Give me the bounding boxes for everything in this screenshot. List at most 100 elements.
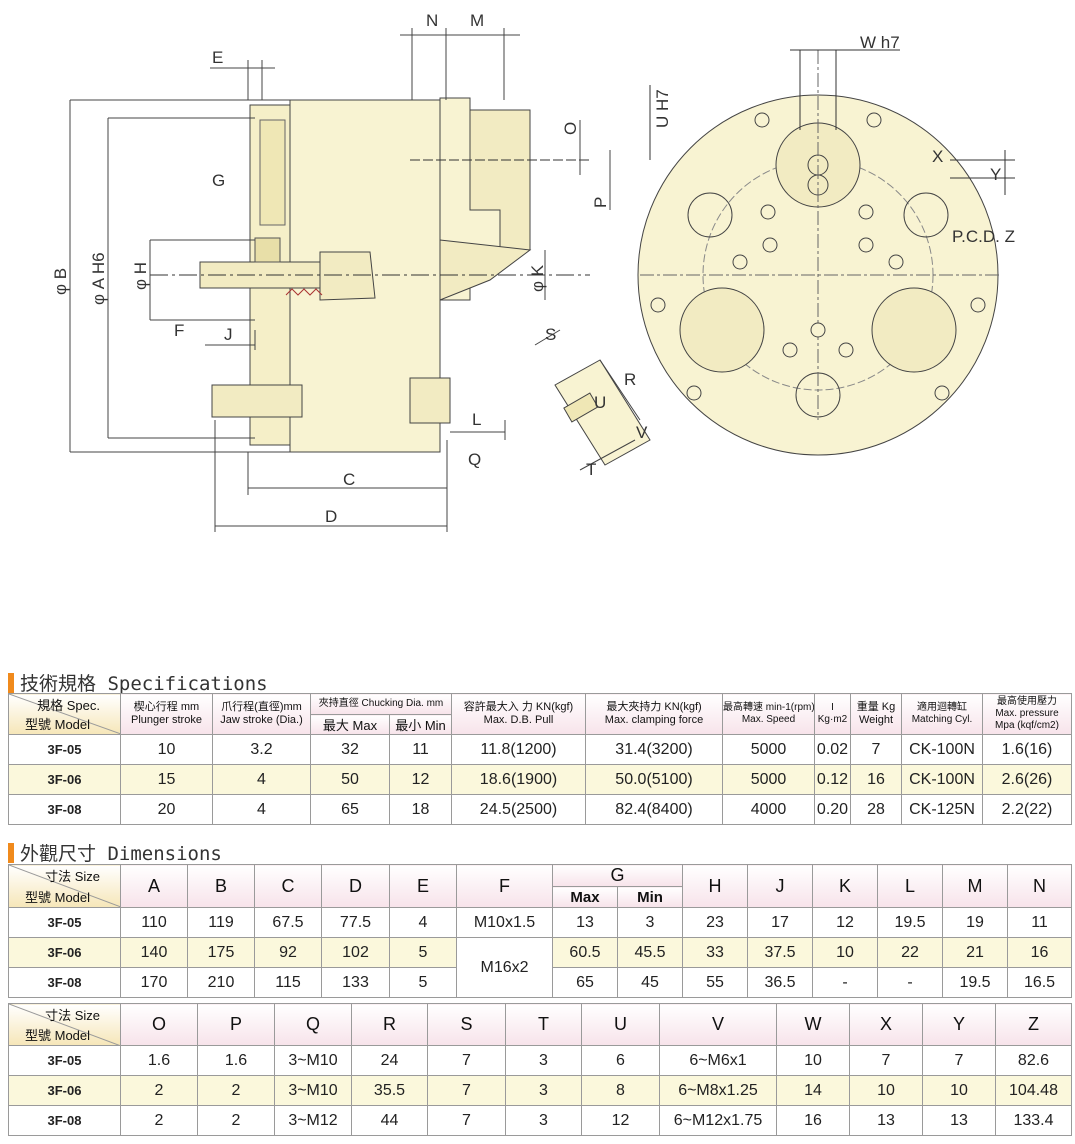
dims-model: 3F-08 xyxy=(8,967,121,998)
corner-bottom-label: 型號 Model xyxy=(25,890,91,905)
dims-corner-header: 寸法 Size 型號 Model xyxy=(8,864,121,908)
dims-e: 5 xyxy=(389,967,457,998)
dims2-p: 2 xyxy=(197,1075,275,1106)
dims-m: 19 xyxy=(942,907,1009,938)
dims2-r: 35.5 xyxy=(351,1075,428,1106)
header-s: S xyxy=(427,1003,506,1046)
label-b: φ B xyxy=(51,268,70,295)
header-e: E xyxy=(389,864,457,908)
dims-c: 115 xyxy=(254,967,322,998)
title-bar xyxy=(8,672,14,693)
label-r: R xyxy=(624,370,636,389)
spec-max: 32 xyxy=(310,734,390,765)
dims-j: 36.5 xyxy=(747,967,814,998)
dims-d: 133 xyxy=(321,967,390,998)
label-t: T xyxy=(586,460,596,479)
dims2-x: 13 xyxy=(849,1105,923,1136)
dims-model: 3F-05 xyxy=(8,907,121,938)
label-e: E xyxy=(212,48,223,67)
dims-f: M10x1.5 xyxy=(456,907,553,938)
dims2-z: 104.48 xyxy=(995,1075,1072,1106)
dimensions-title-text: 外觀尺寸 Dimensions xyxy=(20,843,222,865)
dims-k: 10 xyxy=(812,937,879,968)
dims2-t: 3 xyxy=(505,1105,582,1136)
dims-a: 170 xyxy=(120,967,188,998)
dims2-s: 7 xyxy=(427,1075,506,1106)
header-g-max: Max xyxy=(552,886,618,908)
label-h: φ H xyxy=(131,262,150,290)
dims-d: 102 xyxy=(321,937,390,968)
chuck-technical-drawing: N M E G φ B φ A H6 φ H F J φ K C D L Q O… xyxy=(51,11,1015,532)
dimension-lines xyxy=(69,28,611,532)
corner-divider xyxy=(9,865,120,907)
label-j: J xyxy=(224,325,233,344)
dims2-s: 7 xyxy=(427,1045,506,1076)
spec-model: 3F-08 xyxy=(8,794,121,825)
dims2-q: 3~M10 xyxy=(274,1045,352,1076)
dims2-p: 1.6 xyxy=(197,1045,275,1076)
header-force: 最大夾持力 KN(kgf)Max. clamping force xyxy=(585,693,723,735)
dims-b: 175 xyxy=(187,937,255,968)
header-c: C xyxy=(254,864,322,908)
dims2-row: 3F-06 2 2 3~M10 35.5 7 3 8 6~M8x1.25 14 … xyxy=(8,1075,1072,1106)
label-n: N xyxy=(426,11,438,30)
spec-inertia: 0.02 xyxy=(814,734,851,765)
label-u: U xyxy=(594,393,606,412)
dims2-t: 3 xyxy=(505,1045,582,1076)
label-m: M xyxy=(470,11,484,30)
dims2-model: 3F-08 xyxy=(8,1105,121,1136)
corner-divider xyxy=(9,694,120,734)
dims2-s: 7 xyxy=(427,1105,506,1136)
header-x: X xyxy=(849,1003,923,1046)
dims-a: 140 xyxy=(120,937,188,968)
spec-speed: 5000 xyxy=(722,764,815,795)
dims2-v: 6~M12x1.75 xyxy=(659,1105,777,1136)
header-u: U xyxy=(581,1003,660,1046)
header-p: P xyxy=(197,1003,275,1046)
dims2-r: 44 xyxy=(351,1105,428,1136)
dims-m: 21 xyxy=(942,937,1009,968)
title-bar xyxy=(8,842,14,863)
spec-pressure: 2.2(22) xyxy=(982,794,1072,825)
header-b: B xyxy=(187,864,255,908)
dims-g-min: 45.5 xyxy=(616,937,684,968)
header-g: G xyxy=(551,864,684,887)
label-y: Y xyxy=(990,165,1001,184)
spec-cyl: CK-100N xyxy=(901,764,983,795)
dimensions-title: 外觀尺寸 Dimensions xyxy=(8,839,222,866)
spec-pull: 11.8(1200) xyxy=(451,734,586,765)
label-l: L xyxy=(472,410,481,429)
header-t: T xyxy=(505,1003,582,1046)
dims2-y: 7 xyxy=(922,1045,996,1076)
header-o: O xyxy=(120,1003,198,1046)
front-view xyxy=(637,49,1015,456)
header-h: H xyxy=(682,864,749,908)
spec-jaw: 4 xyxy=(212,794,311,825)
dims-l: 19.5 xyxy=(877,907,944,938)
spec-corner-header: 規格 Spec. 型號 Model xyxy=(8,693,121,735)
dims-g-max: 60.5 xyxy=(552,937,618,968)
dims2-y: 10 xyxy=(922,1075,996,1106)
dims2-t: 3 xyxy=(505,1075,582,1106)
header-a: A xyxy=(120,864,188,908)
label-o: O xyxy=(561,122,580,135)
spec-speed: 4000 xyxy=(722,794,815,825)
dims2-q: 3~M12 xyxy=(274,1105,352,1136)
dims-n: 11 xyxy=(1007,907,1073,938)
dims2-v: 6~M6x1 xyxy=(659,1045,777,1076)
header-min: 最小 Min xyxy=(389,714,452,735)
dims-row: 3F-05 110 119 67.5 77.5 4 M10x1.5 13 3 2… xyxy=(8,907,1073,938)
dims-h: 23 xyxy=(682,907,749,938)
dims-model: 3F-06 xyxy=(8,937,121,968)
label-k: φ K xyxy=(528,264,547,292)
dims-e: 5 xyxy=(389,937,457,968)
header-z: Z xyxy=(995,1003,1072,1046)
header-chucking: 夾持直徑 Chucking Dia. mm xyxy=(310,693,452,715)
dims-n: 16 xyxy=(1007,937,1073,968)
dims2-z: 133.4 xyxy=(995,1105,1072,1136)
